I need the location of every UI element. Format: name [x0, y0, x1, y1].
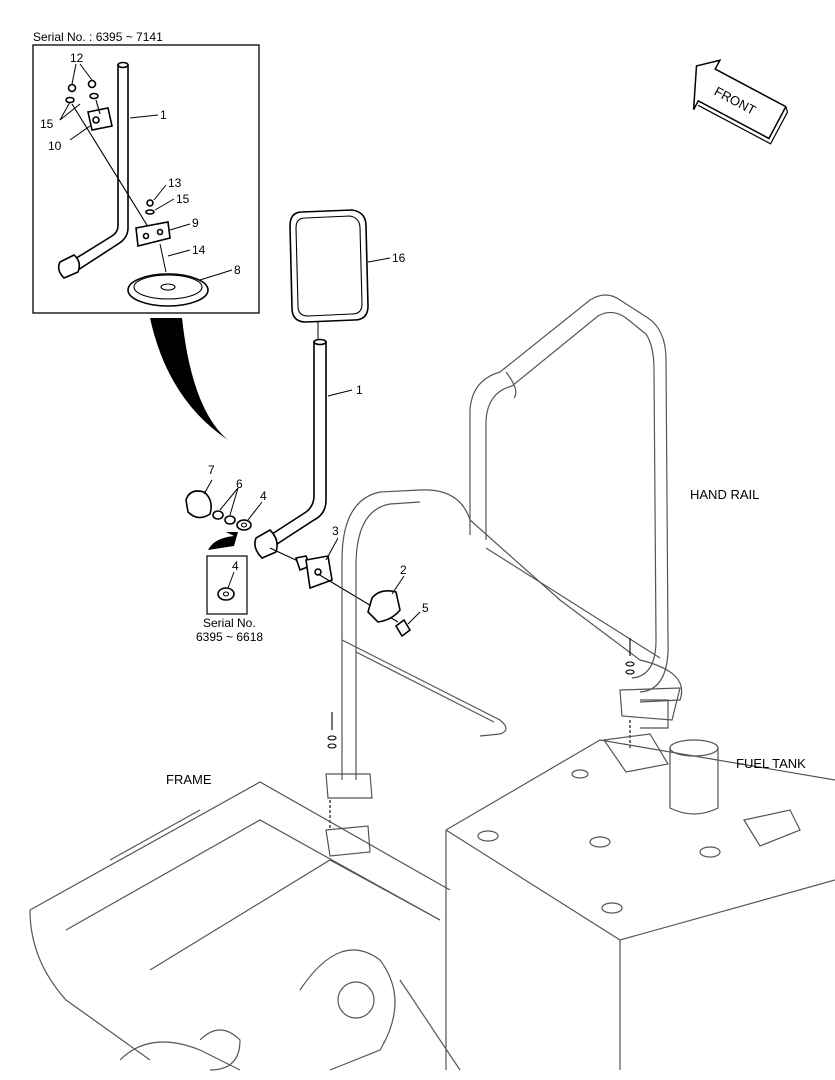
label-5: 5	[422, 601, 429, 615]
stem-sleeve	[254, 529, 278, 559]
inset-label-12: 12	[70, 51, 84, 65]
inset-label-15a: 15	[40, 117, 54, 131]
inset-label-8: 8	[234, 263, 241, 277]
inset-serial-title: Serial No. : 6395 ~ 7141	[33, 30, 163, 44]
frame: FRAME	[29, 772, 461, 1071]
inset-frame	[32, 44, 260, 314]
inset-label-1: 1	[160, 108, 167, 122]
nuts-6: 6	[212, 477, 243, 525]
mirror-16: 16	[289, 209, 406, 340]
inset-mirror-stem	[68, 64, 129, 272]
inset-detail: Serial No. : 6395 ~ 7141	[32, 30, 260, 314]
inset-bracket-10	[87, 107, 113, 131]
inset-nut-13	[146, 199, 154, 207]
bolt-5: 5	[394, 601, 429, 638]
label-1: 1	[356, 383, 363, 397]
label-4: 4	[260, 489, 267, 503]
clamp-2: 2	[367, 563, 407, 623]
inset-pointer-arrow	[150, 318, 228, 440]
sub-inset-label-4: 4	[232, 559, 239, 573]
fuel-tank-label: FUEL TANK	[736, 756, 806, 771]
inset-label-13: 13	[168, 176, 182, 190]
label-16: 16	[392, 251, 406, 265]
label-2: 2	[400, 563, 407, 577]
frame-label: FRAME	[166, 772, 212, 787]
rail-mount-bolts	[327, 638, 635, 830]
inset-bracket-9	[135, 221, 171, 247]
washer-4: 4	[236, 489, 267, 531]
sub-inset-serial-range: 6395 ~ 6618	[196, 630, 263, 644]
front-arrow: FRONT	[692, 59, 789, 145]
inset-nut-12a	[67, 83, 77, 93]
label-3: 3	[332, 524, 339, 538]
inset-label-9: 9	[192, 216, 199, 230]
fuel-tank: FUEL TANK	[445, 733, 835, 1070]
hand-rail: HAND RAIL	[325, 294, 759, 799]
mirror-stem-1: 1	[254, 338, 363, 559]
sub-inset-pointer	[208, 532, 238, 550]
inset-label-10: 10	[48, 139, 62, 153]
inset-stem-end	[57, 254, 81, 279]
inset-label-15b: 15	[176, 192, 190, 206]
inset-nut-12b	[87, 79, 97, 89]
sub-inset-serial-title: Serial No.	[203, 616, 256, 630]
sub-inset: 4 Serial No. 6395 ~ 6618	[196, 555, 263, 644]
label-7: 7	[208, 463, 215, 477]
bracket-3: 3	[269, 524, 339, 590]
label-6: 6	[236, 477, 243, 491]
inset-label-14: 14	[192, 243, 206, 257]
inset-bolt-14	[159, 243, 167, 273]
hand-rail-label: HAND RAIL	[690, 487, 759, 502]
cap-7: 7	[185, 463, 215, 519]
